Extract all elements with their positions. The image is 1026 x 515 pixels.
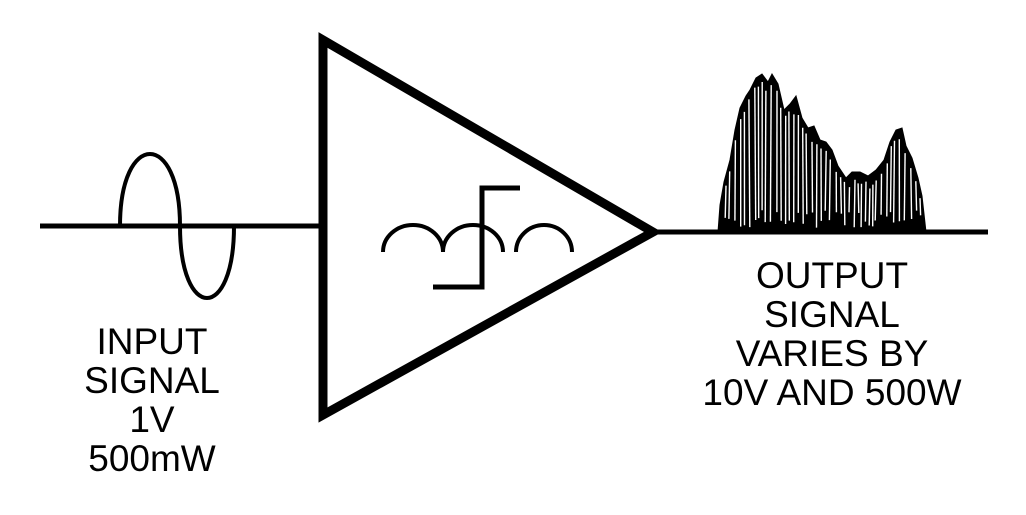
waveform-ridge [839,177,843,214]
waveform-ridge [748,99,751,228]
waveform-ridge [724,185,727,218]
waveform-ridge [903,153,906,221]
waveform-ridge [857,183,860,214]
sine-wave-icon [118,152,236,300]
waveform-ridge [764,90,767,223]
amplifier-triangle-icon [318,32,663,423]
input-signal-label: INPUT SIGNAL 1V 500mW [84,322,220,478]
waveform-ridge [848,187,851,213]
input-label-line: INPUT [96,321,208,362]
waveform-ridge [853,179,856,228]
waveform-ridge [780,107,782,221]
waveform-ridge [919,198,922,216]
noisy-waveform-icon [717,72,927,233]
output-label-line: 10V AND 500W [702,372,962,413]
waveform-ridge [824,150,827,211]
waveform-ridge [802,127,804,224]
waveform-ridge [805,133,808,215]
waveform-ridge [811,141,814,213]
output-signal-label: OUTPUT SIGNAL VARIES BY 10V AND 500W [702,256,961,412]
waveform-ridge [754,87,757,221]
waveform-ridge [889,146,892,213]
waveform-ridge [874,180,877,221]
waveform-ridge [728,171,731,219]
waveform-ridge [886,163,888,217]
output-label-line: VARIES BY [735,333,929,374]
waveform-ridge [868,188,871,226]
waveform-ridge [864,181,867,222]
waveform-ridge [734,140,737,221]
input-label-line: 500mW [88,438,216,479]
audio-waveform-step-icon [381,185,574,290]
output-label-line: OUTPUT [755,255,909,296]
input-label-line: SIGNAL [84,360,220,401]
waveform-ridge [828,159,831,221]
waveform-ridge [910,168,913,220]
waveform-ridge [915,181,918,211]
input-label-line: 1V [129,399,175,440]
output-label-line: SIGNAL [764,294,900,335]
waveform-ridge [892,140,896,223]
waveform-ridge [769,85,772,222]
